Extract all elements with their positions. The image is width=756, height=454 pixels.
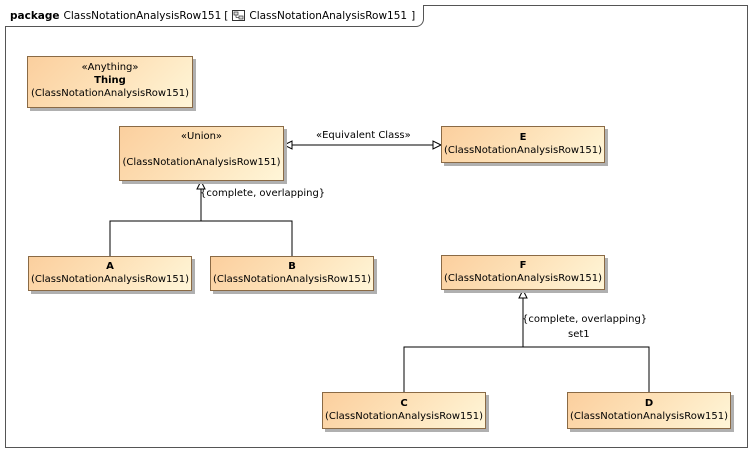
bracket-close: ] <box>411 9 416 22</box>
equivalent-class-edge[interactable] <box>282 140 443 150</box>
package-keyword: package <box>10 9 60 22</box>
class-c[interactable]: C (ClassNotationAnalysisRow151) <box>322 392 486 429</box>
class-package: (ClassNotationAnalysisRow151) <box>325 411 483 422</box>
class-name: F <box>519 260 527 271</box>
equivalent-class-label: «Equivalent Class» <box>316 130 411 141</box>
class-package: (ClassNotationAnalysisRow151) <box>213 274 371 285</box>
class-package: (ClassNotationAnalysisRow151) <box>444 145 602 156</box>
generalization-set-label-union: {complete, overlapping} <box>200 188 326 199</box>
class-stereotype: «Union» <box>180 131 223 142</box>
class-name <box>120 143 283 156</box>
class-name: D <box>644 398 654 409</box>
class-package: (ClassNotationAnalysisRow151) <box>31 88 189 99</box>
class-name: E <box>519 132 527 143</box>
generalization-f-edge[interactable] <box>403 288 650 392</box>
class-d[interactable]: D (ClassNotationAnalysisRow151) <box>567 392 731 429</box>
class-package: (ClassNotationAnalysisRow151) <box>444 273 602 284</box>
generalization-set-name-f: set1 <box>568 329 590 340</box>
generalization-union-edge[interactable] <box>109 179 293 256</box>
class-package: (ClassNotationAnalysisRow151) <box>31 274 189 285</box>
generalization-set-label-f: {complete, overlapping} <box>522 314 648 325</box>
bracket-open: [ <box>224 9 229 22</box>
class-b[interactable]: B (ClassNotationAnalysisRow151) <box>210 256 374 291</box>
class-union[interactable]: «Union» (ClassNotationAnalysisRow151) <box>119 126 284 181</box>
diagram-name: ClassNotationAnalysisRow151 <box>249 9 408 22</box>
class-stereotype: «Anything» <box>81 62 139 73</box>
class-name: B <box>288 261 296 272</box>
class-a[interactable]: A (ClassNotationAnalysisRow151) <box>28 256 192 291</box>
class-name: C <box>400 398 408 409</box>
package-name: ClassNotationAnalysisRow151 <box>63 9 222 22</box>
class-package: (ClassNotationAnalysisRow151) <box>122 157 281 168</box>
class-diagram-icon <box>232 10 246 21</box>
class-f[interactable]: F (ClassNotationAnalysisRow151) <box>441 255 605 290</box>
class-thing[interactable]: «Anything» Thing (ClassNotationAnalysisR… <box>27 56 193 108</box>
diagram-header: package ClassNotationAnalysisRow151 [ Cl… <box>5 5 425 27</box>
class-e[interactable]: E (ClassNotationAnalysisRow151) <box>441 126 605 163</box>
class-package: (ClassNotationAnalysisRow151) <box>570 411 728 422</box>
class-name: Thing <box>94 75 126 86</box>
class-name: A <box>106 261 114 272</box>
